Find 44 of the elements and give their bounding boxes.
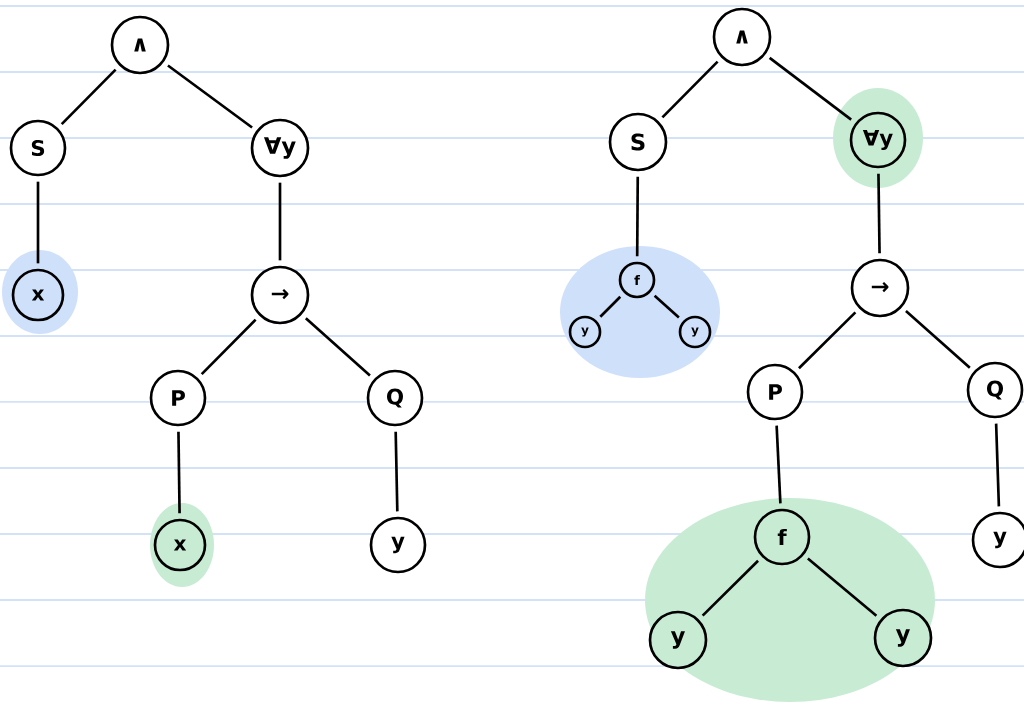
tree-node: ∀y [849, 111, 907, 169]
tree-node: y [971, 511, 1024, 569]
tree-edge [994, 423, 1001, 507]
tree-node: → [850, 258, 910, 318]
tree-node: → [250, 265, 310, 325]
tree-node: x [11, 268, 65, 322]
tree-edge [768, 56, 852, 121]
tree-node: P [746, 363, 804, 421]
tree-edge [304, 317, 371, 377]
tree-edge [877, 173, 881, 254]
tree-edge [278, 182, 282, 261]
tree-edge [177, 431, 181, 514]
tree-node: y [648, 610, 708, 670]
tree-edge [167, 64, 253, 129]
tree-edge [394, 431, 399, 512]
tree-edge [701, 559, 760, 617]
tree-node: Q [366, 369, 424, 427]
node-label: y [993, 531, 1007, 549]
tree-edge [599, 295, 622, 318]
tree-edge [661, 60, 719, 119]
tree-node: ∧ [110, 15, 170, 75]
tree-node: S [9, 119, 67, 177]
tree-edge [200, 318, 257, 376]
tree-node: y [568, 315, 602, 349]
tree-node: y [678, 315, 712, 349]
tree-node: ∀y [250, 118, 310, 178]
tree-node: y [873, 608, 933, 668]
tree-node: y [369, 516, 427, 574]
tree-edge [653, 294, 680, 319]
node-label: Q [987, 380, 1004, 400]
tree-edge [36, 181, 40, 264]
tree-edge [798, 311, 857, 370]
tree-edge [905, 310, 971, 369]
tree-node: f [753, 508, 811, 566]
tree-node: f [618, 261, 656, 299]
tree-edge [775, 425, 782, 504]
tree-node: S [608, 112, 668, 172]
tree-node: x [153, 518, 207, 572]
tree-node: ∧ [712, 7, 772, 67]
tree-edge [807, 557, 878, 617]
tree-node: P [149, 369, 207, 427]
tree-edge [60, 68, 117, 126]
tree-node: Q [966, 361, 1024, 419]
tree-edge [635, 176, 640, 257]
